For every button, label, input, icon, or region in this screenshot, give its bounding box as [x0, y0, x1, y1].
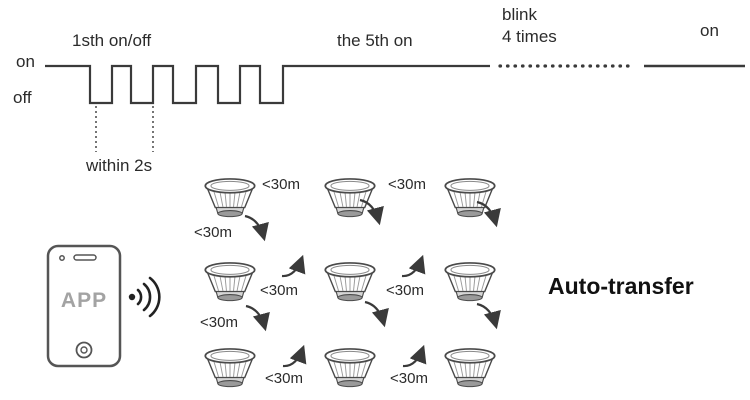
downlight-icon — [204, 262, 256, 302]
on-level-label: on — [16, 52, 35, 71]
transfer-arrow-icon — [401, 254, 426, 278]
transfer-arrows — [244, 198, 501, 368]
blink-label: blink 4 times — [502, 4, 557, 48]
distance-label: <30m — [260, 282, 298, 299]
distance-label: <30m — [200, 314, 238, 331]
waveform-path — [45, 64, 490, 105]
auto-transfer-label: Auto-transfer — [548, 273, 694, 299]
blink-label-line1: blink — [502, 5, 537, 24]
transfer-arrow-icon — [476, 200, 501, 228]
downlight-icon — [204, 348, 256, 388]
transfer-arrow-icon — [402, 344, 427, 368]
fifth-on-label: the 5th on — [337, 31, 413, 50]
wireless-signal-icon — [128, 276, 161, 318]
transfer-arrow-icon — [245, 304, 270, 332]
transfer-arrow-icon — [364, 300, 389, 328]
within-2s-label: within 2s — [86, 156, 153, 175]
transfer-arrow-icon — [476, 302, 501, 330]
downlight-icon — [324, 262, 376, 302]
downlight-icon — [324, 348, 376, 388]
final-on-label: on — [700, 21, 719, 40]
blink-label-line2: 4 times — [502, 27, 557, 46]
distance-label: <30m — [262, 176, 300, 193]
distance-label: <30m — [390, 370, 428, 387]
off-level-label: off — [13, 88, 32, 107]
downlight-grid — [204, 178, 496, 388]
smartphone-icon — [46, 244, 122, 368]
downlight-icon — [444, 178, 496, 218]
transfer-arrow-icon — [281, 254, 306, 278]
distance-label: <30m — [265, 370, 303, 387]
downlight-icon — [324, 178, 376, 218]
first-cycle-label: 1sth on/off — [72, 31, 152, 50]
distance-label: <30m — [194, 224, 232, 241]
app-label: APP — [60, 289, 108, 312]
downlight-icon — [444, 348, 496, 388]
downlight-icon — [204, 178, 256, 218]
distance-label: <30m — [388, 176, 426, 193]
transfer-arrow-icon — [282, 344, 307, 368]
transfer-arrow-icon — [244, 214, 269, 242]
downlight-icon — [444, 262, 496, 302]
transfer-arrow-icon — [359, 198, 384, 226]
distance-label: <30m — [386, 282, 424, 299]
